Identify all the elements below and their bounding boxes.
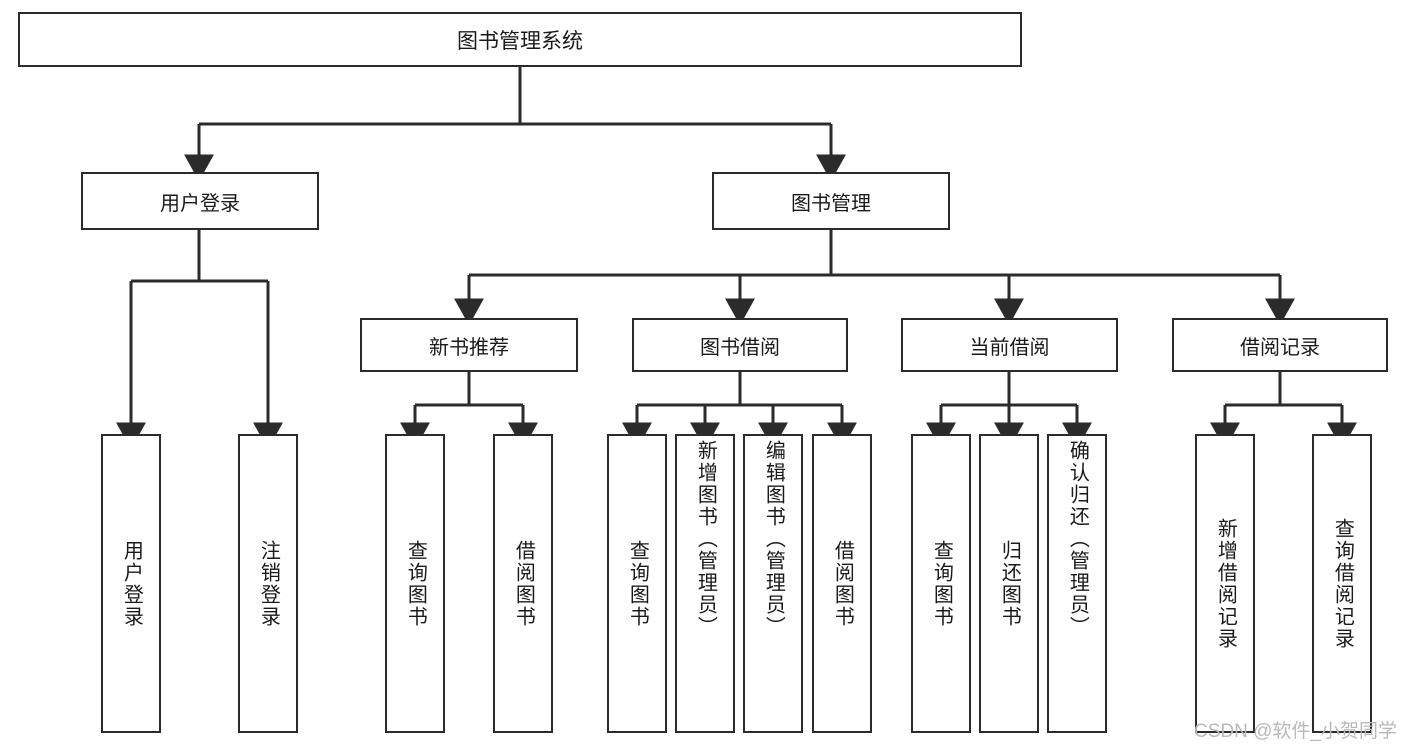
leaf-logout[interactable]: 注销登录: [238, 434, 298, 733]
node-label: 图书管理系统: [457, 29, 583, 53]
leaf-confirm-return-admin[interactable]: 确认归还（管理员）: [1047, 434, 1107, 733]
leaf-add-borrow-record[interactable]: 新增借阅记录: [1195, 434, 1255, 733]
watermark: CSDN @软件_小贺同学: [1194, 721, 1397, 742]
leaf-label: 用户登录: [120, 539, 143, 628]
leaf-add-book-admin[interactable]: 新增图书（管理员）: [675, 434, 735, 733]
leaf-label: 查询借阅记录: [1331, 517, 1354, 650]
leaf-user-login[interactable]: 用户登录: [101, 434, 161, 733]
leaf-label: 新增借阅记录: [1214, 517, 1237, 650]
node-book-management[interactable]: 图书管理: [712, 172, 950, 230]
leaf-label: 新增图书（管理员）: [694, 440, 717, 638]
node-label: 借阅记录: [1240, 336, 1320, 359]
leaf-query-book-borrow[interactable]: 查询图书: [607, 434, 667, 733]
leaf-label: 编辑图书（管理员）: [762, 440, 785, 638]
node-book-borrow[interactable]: 图书借阅: [632, 318, 848, 372]
node-label: 当前借阅: [969, 336, 1050, 359]
node-label: 新书推荐: [429, 336, 509, 359]
leaf-return-book[interactable]: 归还图书: [979, 434, 1039, 733]
node-borrow-record[interactable]: 借阅记录: [1172, 318, 1388, 372]
leaf-borrow-book[interactable]: 借阅图书: [812, 434, 872, 733]
node-root-book-management-system[interactable]: 图书管理系统: [18, 12, 1022, 67]
node-label: 用户登录: [160, 192, 240, 215]
leaf-edit-book-admin[interactable]: 编辑图书（管理员）: [743, 434, 803, 733]
leaf-label: 归还图书: [998, 539, 1021, 628]
leaf-query-book-current[interactable]: 查询图书: [911, 434, 971, 733]
node-label: 图书管理: [791, 192, 871, 215]
leaf-label: 确认归还（管理员）: [1066, 440, 1089, 638]
node-label: 图书借阅: [700, 336, 780, 359]
leaf-label: 借阅图书: [831, 539, 854, 628]
leaf-query-borrow-record[interactable]: 查询借阅记录: [1312, 434, 1372, 733]
leaf-borrow-book-recommend[interactable]: 借阅图书: [493, 434, 553, 733]
leaf-label: 注销登录: [257, 539, 280, 628]
leaf-query-book-recommend[interactable]: 查询图书: [385, 434, 445, 733]
node-user-login[interactable]: 用户登录: [81, 172, 319, 230]
leaf-label: 借阅图书: [512, 539, 535, 628]
node-current-borrow[interactable]: 当前借阅: [901, 318, 1118, 372]
leaf-label: 查询图书: [626, 539, 649, 628]
leaf-label: 查询图书: [404, 539, 427, 628]
node-new-book-recommend[interactable]: 新书推荐: [360, 318, 578, 372]
leaf-label: 查询图书: [930, 539, 953, 628]
